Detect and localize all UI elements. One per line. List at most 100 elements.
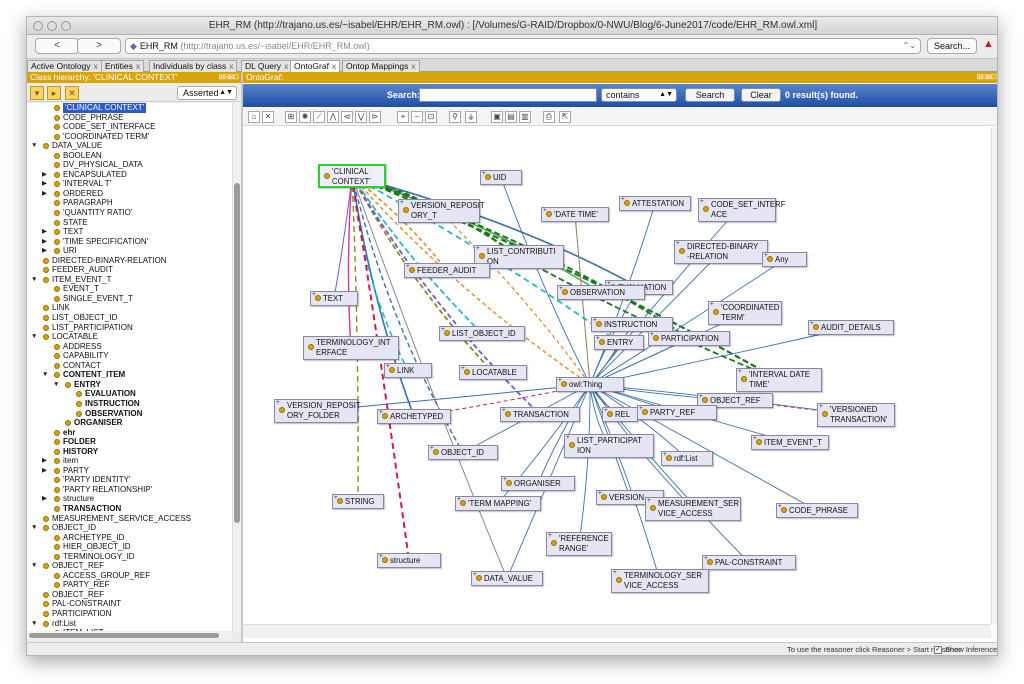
expand-node-icon[interactable]: + (430, 445, 434, 452)
tab-close-icon[interactable]: x (411, 61, 416, 71)
forward-button[interactable]: > (77, 38, 121, 54)
show-inferences-checkbox[interactable]: ✓ (934, 646, 942, 654)
hierarchy-mode-select[interactable]: Asserted ▲▼ (177, 86, 237, 100)
graph-node-uid[interactable]: +UID (480, 170, 522, 185)
graph-edge[interactable] (351, 175, 410, 561)
tree-horizontal-inverted-icon[interactable]: ⊳ (369, 111, 381, 123)
collapsed-toggle-icon[interactable]: ▶ (42, 495, 47, 503)
scrollbar-thumb[interactable] (29, 633, 219, 638)
tree-item[interactable]: INSTRUCTION (27, 399, 232, 409)
graph-edge[interactable] (333, 175, 353, 299)
tree-item[interactable]: CODE_PHRASE (27, 113, 232, 123)
graph-node-attestation[interactable]: +ATTESTATION (619, 196, 691, 211)
tree-item[interactable]: 'PARTY RELATIONSHIP' (27, 485, 232, 495)
tree-item[interactable]: 'QUANTITY RATIO' (27, 208, 232, 218)
graph-node-intervaldt[interactable]: +'INTERVAL DATE TIME' (736, 368, 822, 392)
graph-node-codephrase[interactable]: +CODE_PHRASE (776, 503, 858, 518)
expanded-toggle-icon[interactable]: ▼ (31, 275, 38, 283)
tree-item[interactable]: ▼OBJECT_REF (27, 561, 232, 571)
graph-node-text[interactable]: +TEXT (310, 291, 358, 306)
print-icon[interactable]: ⎙ (543, 111, 555, 123)
expanded-toggle-icon[interactable]: ▼ (31, 142, 38, 150)
expand-node-icon[interactable]: + (566, 434, 570, 441)
expand-node-icon[interactable]: + (559, 285, 563, 292)
expanded-toggle-icon[interactable]: ▼ (53, 380, 60, 388)
expanded-toggle-icon[interactable]: ▼ (31, 333, 38, 341)
tab-close-icon[interactable]: x (284, 61, 289, 71)
graph-edge[interactable] (589, 384, 661, 582)
graph-horizontal-scrollbar[interactable] (243, 624, 991, 638)
expand-node-icon[interactable]: + (810, 320, 814, 327)
graph-node-termmapping[interactable]: +'TERM MAPPING' (455, 496, 541, 511)
graph-node-termservice[interactable]: +TERMINOLOGY_SER VICE_ACCESS (611, 569, 709, 593)
tree-item[interactable]: ▼ENTRY (27, 380, 232, 390)
add-sibling-icon[interactable]: ▸ (47, 86, 61, 100)
expand-node-icon[interactable]: + (400, 199, 404, 206)
tree-item[interactable]: OBJECT_REF (27, 590, 232, 600)
tree-item[interactable]: CAPABILITY (27, 351, 232, 361)
tree-item[interactable]: ACCESS_GROUP_REF (27, 571, 232, 581)
graph-edge[interactable] (438, 210, 591, 385)
tree-vertical-icon[interactable]: ⋀ (327, 111, 339, 123)
tree-item[interactable]: CODE_SET_INTERFACE (27, 122, 232, 132)
graph-node-owlthing[interactable]: +owl:Thing (556, 377, 624, 392)
back-button[interactable]: < (35, 38, 79, 54)
zoom-fit-icon[interactable]: ⊡ (425, 111, 437, 123)
graph-edge[interactable] (347, 175, 353, 349)
tab-close-icon[interactable]: x (93, 61, 98, 71)
expand-node-icon[interactable]: + (473, 571, 477, 578)
expand-node-icon[interactable]: + (607, 280, 611, 287)
class-tree-vertical-scrollbar[interactable] (232, 103, 241, 633)
expand-node-icon[interactable]: + (406, 263, 410, 270)
tree-item[interactable]: ▶item (27, 456, 232, 466)
expand-node-icon[interactable]: + (441, 326, 445, 333)
tree-item[interactable]: PARTY_REF (27, 580, 232, 590)
expand-node-icon[interactable]: + (639, 405, 643, 412)
expand-node-icon[interactable]: + (334, 494, 338, 501)
tree-item[interactable]: ▶PARTY (27, 466, 232, 476)
tree-item[interactable]: PARAGRAPH (27, 198, 232, 208)
tree-item[interactable]: LINK (27, 303, 232, 313)
remove-icon[interactable]: ✕ (262, 111, 274, 123)
expand-node-icon[interactable]: + (543, 207, 547, 214)
tree-item[interactable]: ▼rdf:List (27, 619, 232, 629)
save-icon[interactable]: ▤ (505, 111, 517, 123)
expand-node-icon[interactable]: + (593, 317, 597, 324)
graph-edge[interactable] (500, 177, 591, 385)
graph-node-dbr[interactable]: +DIRECTED-BINARY -RELATION (674, 240, 768, 264)
graph-search-button[interactable]: Search (685, 88, 735, 102)
graph-node-measurement[interactable]: +MEASUREMENT_SER VICE_ACCESS (645, 497, 741, 521)
tree-item[interactable]: EVENT_T (27, 284, 232, 294)
graph-node-instruction[interactable]: +INSTRUCTION (591, 317, 673, 332)
graph-node-itemevent[interactable]: +ITEM_EVENT_T (751, 435, 829, 450)
collapsed-toggle-icon[interactable]: ▶ (42, 237, 47, 245)
graph-node-objectid[interactable]: +OBJECT_ID (428, 445, 498, 460)
graph-node-refrange[interactable]: +'REFERENCE RANGE' (546, 532, 612, 556)
graph-node-coordterm[interactable]: +'COORDINATED TERM' (708, 301, 782, 325)
open-icon[interactable]: ▥ (519, 111, 531, 123)
expand-node-icon[interactable]: + (596, 335, 600, 342)
panel-controls-icon[interactable]: ⊞⊟⊠⊡ (218, 74, 239, 81)
tree-item[interactable]: ▶TEXT (27, 227, 232, 237)
zoom-out-icon[interactable]: − (411, 111, 423, 123)
graph-node-feeder[interactable]: +FEEDER_AUDIT (404, 263, 490, 278)
expand-node-icon[interactable]: + (461, 365, 465, 372)
expand-node-icon[interactable]: + (379, 553, 383, 560)
tree-item[interactable]: BOOLEAN (27, 151, 232, 161)
expanded-toggle-icon[interactable]: ▼ (31, 524, 38, 532)
graph-edge[interactable] (578, 384, 591, 545)
tab-close-icon[interactable]: x (229, 61, 234, 71)
tree-item[interactable]: ▼ITEM_EVENT_T (27, 275, 232, 285)
collapsed-toggle-icon[interactable]: ▶ (42, 189, 47, 197)
class-tree-horizontal-scrollbar[interactable] (27, 631, 232, 639)
collapsed-toggle-icon[interactable]: ▶ (42, 247, 47, 255)
graph-node-archetyped[interactable]: +ARCHETYPED (377, 409, 451, 424)
expand-node-icon[interactable]: + (647, 497, 651, 504)
graph-node-observation[interactable]: +OBSERVATION (557, 285, 645, 300)
tab-close-icon[interactable]: x (331, 61, 337, 71)
expand-node-icon[interactable]: + (503, 476, 507, 483)
